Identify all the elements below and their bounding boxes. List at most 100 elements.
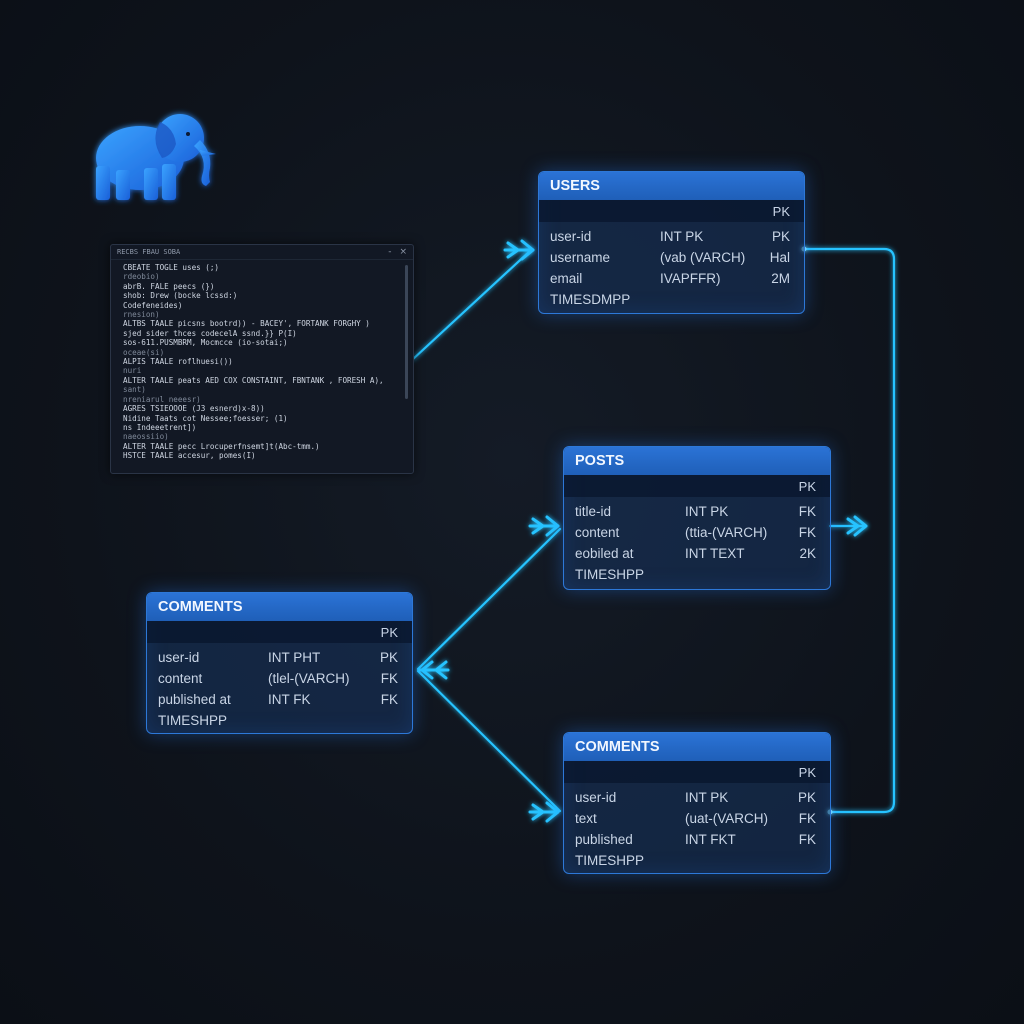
- field-name: published: [575, 832, 633, 847]
- field-key: FK: [798, 504, 816, 519]
- field-row: text (uat-(VARCH) FK: [564, 809, 830, 830]
- entity-key-header: PK: [564, 761, 830, 783]
- field-type: (tlel-(VARCH): [268, 671, 350, 686]
- connector-comments-to-comments: [416, 669, 562, 813]
- field-row: content (tlel-(VARCH) FK: [147, 669, 412, 690]
- entity-comments-left[interactable]: COMMENTS PK user-id INT PHT PK content (…: [146, 592, 413, 734]
- code-line: Nidine Taats cot Nessee;foesser; (1): [123, 413, 288, 423]
- field-name: TIMESDMPP: [550, 292, 631, 307]
- field-name: published at: [158, 692, 231, 707]
- arrowhead-users: [503, 239, 535, 261]
- code-line: ALTER TAALE pecc Lrocuperfnsemt]t(Abc-tm…: [123, 441, 320, 451]
- field-key: 2K: [799, 546, 816, 561]
- field-name: user-id: [575, 790, 617, 805]
- field-row: user-id INT PK PK: [539, 227, 804, 248]
- field-name: email: [550, 271, 583, 286]
- sql-code-area[interactable]: CBEATE TOGLE uses (;) rdeobio) abrB. FAL…: [123, 263, 399, 461]
- connector-editor-to-users: [410, 248, 533, 362]
- field-name: TIMESHPP: [575, 567, 645, 582]
- field-name: user-id: [158, 650, 200, 665]
- code-line: sant): [123, 385, 146, 395]
- entity-title: COMMENTS: [564, 733, 830, 761]
- field-type: INT PK: [685, 790, 729, 805]
- code-line: CBEATE TOGLE uses (;): [123, 263, 220, 272]
- field-key: FK: [798, 832, 816, 847]
- arrowhead-comments-right: [528, 801, 560, 823]
- entity-key-header: PK: [564, 475, 830, 497]
- field-type: INT PK: [660, 229, 704, 244]
- code-line: rnesion): [123, 310, 160, 320]
- field-type: INT PK: [685, 504, 729, 519]
- entity-users[interactable]: USERS PK user-id INT PK PK username (vab…: [538, 171, 805, 314]
- field-row: published at INT FK FK: [147, 690, 412, 711]
- field-row: TIMESHPP: [564, 851, 830, 872]
- field-type: INT FKT: [685, 832, 736, 847]
- arrowhead-comments-left: [418, 660, 450, 680]
- code-line: naeossiio): [123, 432, 169, 442]
- field-key: Hal: [769, 250, 790, 265]
- field-type: INT TEXT: [685, 546, 745, 561]
- code-line: ns Indeeetrent]): [123, 422, 197, 432]
- field-row: published INT FKT FK: [564, 830, 830, 851]
- sql-editor-window[interactable]: RECBS FBAU SOBA - × CBEATE TOGLE uses (;…: [110, 244, 414, 474]
- field-row: title-id INT PK FK: [564, 502, 830, 523]
- field-key: 2M: [771, 271, 790, 286]
- code-line: ALTER TAALE peats AED COX CONSTAINT, FBN…: [123, 375, 384, 385]
- arrowhead-posts-out: [846, 515, 868, 537]
- code-line: HSTCE TAALE accesur, pomes(I): [123, 451, 256, 461]
- field-row: user-id INT PHT PK: [147, 648, 412, 669]
- field-key: FK: [380, 671, 398, 686]
- field-name: title-id: [575, 504, 612, 519]
- code-line: nuri: [123, 366, 142, 376]
- entity-key-header: PK: [147, 621, 412, 643]
- sql-editor-scrollbar[interactable]: [405, 265, 408, 399]
- field-name: user-id: [550, 229, 592, 244]
- field-name: content: [158, 671, 203, 686]
- field-name: username: [550, 250, 611, 265]
- sql-editor-title: RECBS FBAU SOBA: [117, 248, 181, 256]
- field-row: TIMESDMPP: [539, 290, 804, 311]
- code-line: nreniarul neeesr): [123, 394, 201, 404]
- field-type: INT PHT: [268, 650, 321, 665]
- field-key: PK: [379, 650, 398, 665]
- entity-posts[interactable]: POSTS PK title-id INT PK FK content (tti…: [563, 446, 831, 590]
- minimize-button[interactable]: -: [388, 247, 392, 257]
- field-name: TIMESHPP: [575, 853, 645, 868]
- field-name: eobiled at: [575, 546, 634, 561]
- field-key: PK: [797, 790, 816, 805]
- field-row: username (vab (VARCH) Hal: [539, 248, 804, 269]
- field-row: TIMESHPP: [564, 565, 830, 586]
- field-type: IVAPFFR): [660, 271, 721, 286]
- field-key: FK: [798, 525, 816, 540]
- connector-comments-to-posts: [416, 527, 562, 671]
- code-line: oceae(si): [123, 347, 165, 357]
- entity-key-header: PK: [539, 200, 804, 222]
- field-type: (uat-(VARCH): [685, 811, 769, 826]
- field-name: text: [575, 811, 597, 826]
- code-line: ALTBS TAALE picsns bootrd)) - BACEY', FO…: [123, 319, 370, 329]
- field-name: TIMESHPP: [158, 713, 228, 728]
- field-name: content: [575, 525, 620, 540]
- field-row: eobiled at INT TEXT 2K: [564, 544, 830, 565]
- field-row: user-id INT PK PK: [564, 788, 830, 809]
- connector-users-to-comments: [802, 247, 896, 814]
- field-key: FK: [798, 811, 816, 826]
- code-line: AGRES TSIEOOOE (J3 esnerd)x-8)): [123, 404, 265, 414]
- code-line: shob: Drew (bocke lcssd:): [123, 291, 238, 301]
- entity-comments-right[interactable]: COMMENTS PK user-id INT PK PK text (uat-…: [563, 732, 831, 874]
- elephant-icon: [96, 114, 216, 200]
- field-type: (vab (VARCH): [660, 250, 746, 265]
- entity-title: USERS: [539, 172, 804, 200]
- entity-title: COMMENTS: [147, 593, 412, 621]
- field-type: (ttia-(VARCH): [685, 525, 768, 540]
- entity-title: POSTS: [564, 447, 830, 475]
- code-line: sos-611.PUSMBRM, Mocmcce (io-sotai;): [123, 338, 288, 348]
- field-key: PK: [771, 229, 790, 244]
- field-row: content (ttia-(VARCH) FK: [564, 523, 830, 544]
- sql-editor-titlebar: RECBS FBAU SOBA - ×: [111, 245, 413, 260]
- field-row: TIMESHPP: [147, 711, 412, 732]
- close-button[interactable]: ×: [399, 247, 407, 257]
- code-line: abrB. FALE peecs (}): [123, 281, 215, 291]
- code-line: rdeobio): [123, 272, 160, 282]
